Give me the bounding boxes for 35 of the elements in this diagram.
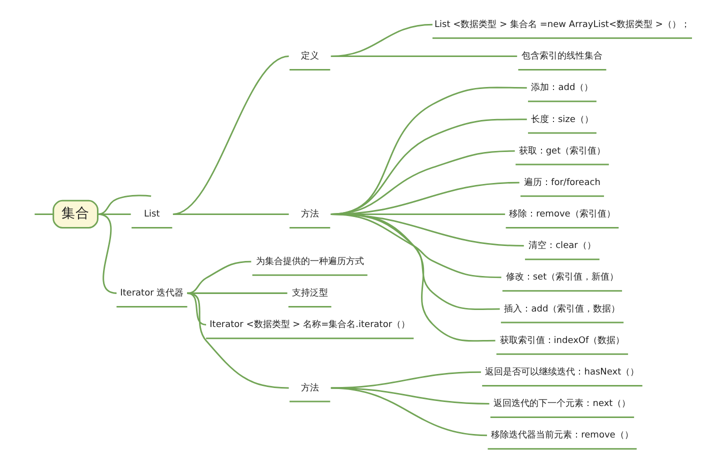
connector: [330, 213, 495, 342]
connector: [97, 213, 116, 294]
node-text: Iterator 迭代器: [120, 288, 184, 299]
node-text: List: [144, 210, 160, 220]
connector: [172, 213, 288, 215]
node-text: 返回是否可以继续迭代：hasNext（）: [484, 368, 639, 378]
node-text: 为集合提供的一种遍历方式: [255, 256, 364, 267]
connector: [186, 292, 206, 326]
node-text: 移除迭代器当前元素：remove（）: [490, 430, 633, 441]
node-text: 获取索引值：indexOf（数据）: [499, 336, 624, 346]
node-text: Iterator <数据类型 > 名称=集合名.iterator（）: [209, 320, 410, 330]
node-text: 方法: [300, 210, 318, 220]
node-text: 清空：clear（）: [528, 241, 596, 252]
connector: [34, 213, 53, 215]
node-text: 移除：remove（索引值）: [508, 210, 615, 220]
node-text: 修改：set（索引值，新值）: [505, 272, 618, 283]
node-text: 插入：add（索引值，数据）: [504, 304, 620, 314]
node-text: 获取：get（索引值）: [518, 146, 606, 156]
node-text: 添加：add（）: [530, 83, 593, 94]
connector: [97, 194, 151, 215]
connector: [330, 387, 487, 436]
node-text: 返回迭代的下一个元素：next（）: [493, 399, 630, 410]
connector: [186, 292, 288, 389]
node-text: 遍历：for/foreach: [524, 178, 600, 188]
node-text: 方法: [300, 383, 318, 394]
connector: [186, 260, 251, 294]
node-text: 支持泛型: [291, 288, 328, 299]
connector: [330, 55, 517, 57]
node-box: 集合: [52, 200, 98, 228]
connector: [172, 56, 289, 215]
node-text: 包含索引的线性集合: [521, 52, 602, 62]
node-text: 定义: [300, 52, 318, 62]
node-text: List <数据类型 > 集合名 =new ArrayList<数据类型 >（）；: [434, 20, 690, 30]
node-text: 长度：size（）: [530, 114, 593, 125]
connector: [330, 387, 489, 405]
